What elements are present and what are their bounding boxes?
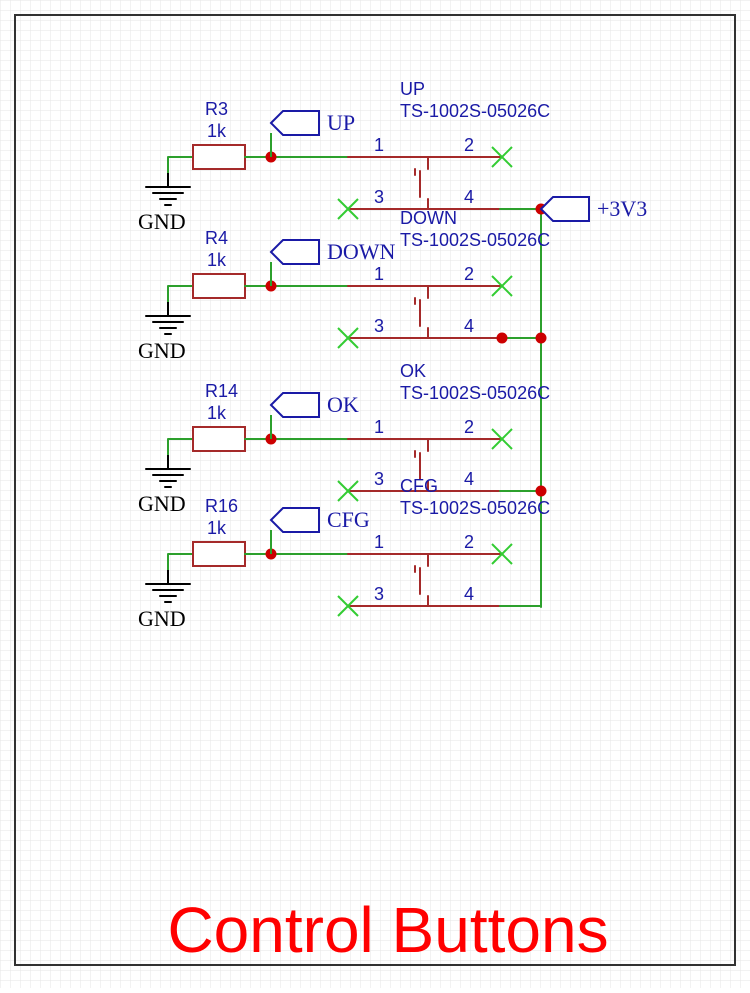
sheet-title: Control Buttons — [167, 894, 608, 966]
pin-number: 4 — [464, 187, 474, 207]
no-connect-marker — [491, 543, 513, 565]
resistor-value: 1k — [207, 121, 227, 141]
resistor-body — [192, 144, 246, 170]
net-cfg-flag — [269, 507, 320, 533]
no-connect-stroke — [491, 275, 513, 297]
ground-label: GND — [138, 338, 186, 363]
resistor-designator: R14 — [205, 381, 238, 401]
no-connect-stroke — [337, 595, 359, 617]
ground-wire — [167, 438, 193, 455]
no-connect-stroke — [337, 327, 359, 349]
net-up-label: UP — [327, 110, 355, 135]
pin-number: 2 — [464, 135, 474, 155]
resistor-value: 1k — [207, 518, 227, 538]
pin-number: 3 — [374, 316, 384, 336]
pin-number: 2 — [464, 264, 474, 284]
resistor-designator: R4 — [205, 228, 228, 248]
net-down-label: DOWN — [327, 239, 396, 264]
ground-wire — [167, 285, 193, 302]
junction-dot — [535, 332, 547, 344]
net-up-flag — [269, 110, 320, 136]
switch-part-number: TS-1002S-05026C — [400, 498, 550, 518]
ground-wire — [167, 553, 193, 570]
resistor-body — [192, 541, 246, 567]
resistor-body — [192, 273, 246, 299]
pin-number: 1 — [374, 264, 384, 284]
no-connect-stroke — [491, 543, 513, 565]
resistor-value: 1k — [207, 250, 227, 270]
no-connect-stroke — [491, 146, 513, 168]
resistor-designator: R3 — [205, 99, 228, 119]
pin-number: 1 — [374, 135, 384, 155]
pin-number: 2 — [464, 417, 474, 437]
sheet-border — [14, 14, 736, 966]
no-connect-marker — [491, 275, 513, 297]
no-connect-stroke — [337, 480, 359, 502]
switch-name: CFG — [400, 476, 438, 496]
junction-dot — [535, 485, 547, 497]
resistor-designator: R16 — [205, 496, 238, 516]
switch-part-number: TS-1002S-05026C — [400, 383, 550, 403]
resistor-body — [192, 426, 246, 452]
no-connect-marker — [337, 480, 359, 502]
ground-label: GND — [138, 606, 186, 631]
no-connect-marker — [491, 428, 513, 450]
pin-number: 4 — [464, 469, 474, 489]
resistor-value: 1k — [207, 403, 227, 423]
no-connect-marker — [491, 146, 513, 168]
ground-wire — [167, 156, 193, 173]
pin-number: 2 — [464, 532, 474, 552]
no-connect-stroke — [491, 428, 513, 450]
pin-number: 1 — [374, 532, 384, 552]
switch-part-number: TS-1002S-05026C — [400, 230, 550, 250]
net-3v3-label: +3V3 — [597, 196, 647, 221]
switch-name: DOWN — [400, 208, 457, 228]
switch-name: OK — [400, 361, 426, 381]
no-connect-marker — [337, 198, 359, 220]
net-cfg-label: CFG — [327, 507, 370, 532]
switch-name: UP — [400, 79, 425, 99]
junction-dot — [496, 332, 508, 344]
no-connect-marker — [337, 595, 359, 617]
pin-number: 4 — [464, 316, 474, 336]
net-down-flag — [269, 239, 320, 265]
no-connect-marker — [337, 327, 359, 349]
no-connect-stroke — [337, 198, 359, 220]
ground-label: GND — [138, 491, 186, 516]
pin-number: 3 — [374, 187, 384, 207]
switch-part-number: TS-1002S-05026C — [400, 101, 550, 121]
net-ok-label: OK — [327, 392, 359, 417]
pin-number: 4 — [464, 584, 474, 604]
net-ok-flag — [269, 392, 320, 418]
pin-number: 3 — [374, 469, 384, 489]
pin-number: 3 — [374, 584, 384, 604]
net-3v3-flag — [539, 196, 590, 222]
ground-label: GND — [138, 209, 186, 234]
pin-number: 1 — [374, 417, 384, 437]
